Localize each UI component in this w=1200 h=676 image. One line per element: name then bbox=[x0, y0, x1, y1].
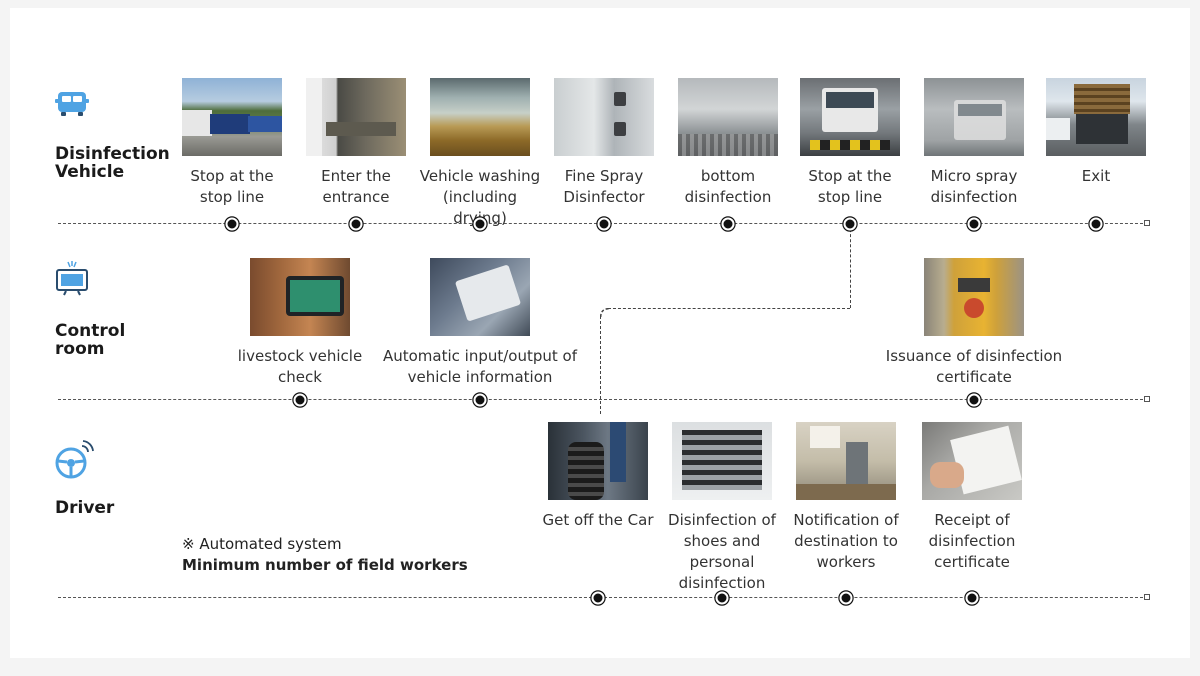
photo-washing-spray bbox=[430, 78, 530, 156]
step-exit: Exit bbox=[1033, 78, 1159, 187]
timeline-end bbox=[1144, 594, 1150, 600]
timeline-dot bbox=[1089, 217, 1103, 231]
photo-kiosk-room bbox=[796, 422, 896, 500]
photo-trucks-parked bbox=[182, 78, 282, 156]
timeline-dot bbox=[965, 591, 979, 605]
note-line-1: ※ Automated system bbox=[182, 535, 342, 553]
timeline-dot bbox=[721, 217, 735, 231]
timeline-dot bbox=[473, 393, 487, 407]
photo-tablet-hands bbox=[430, 258, 530, 336]
timeline-end bbox=[1144, 220, 1150, 226]
steering-wheel-icon bbox=[54, 440, 94, 484]
automation-note: ※ Automated system Minimum number of fie… bbox=[182, 534, 468, 576]
step-vehicle-washing: Vehicle washing(including drying) bbox=[417, 78, 543, 229]
connector-corner bbox=[600, 308, 610, 318]
monitor-icon bbox=[54, 260, 90, 300]
connector-line bbox=[608, 308, 850, 309]
timeline-dot bbox=[473, 217, 487, 231]
photo-certificate-machine bbox=[924, 258, 1024, 336]
timeline-dot bbox=[349, 217, 363, 231]
photo-truck-entering bbox=[306, 78, 406, 156]
photo-shoe-brushes bbox=[672, 422, 772, 500]
timeline-dot bbox=[843, 217, 857, 231]
note-line-2: Minimum number of field workers bbox=[182, 556, 468, 574]
lane-title-driver: Driver bbox=[55, 498, 115, 518]
timeline-dot bbox=[967, 217, 981, 231]
timeline-end bbox=[1144, 396, 1150, 402]
timeline-dot bbox=[591, 591, 605, 605]
photo-truck-front bbox=[800, 78, 900, 156]
photo-spray-nozzles bbox=[554, 78, 654, 156]
car-icon bbox=[54, 86, 90, 122]
photo-truck-exit bbox=[1046, 78, 1146, 156]
connector-line bbox=[850, 224, 851, 308]
step-get-off-car: Get off the Car bbox=[533, 422, 663, 531]
photo-floor-grate bbox=[678, 78, 778, 156]
timeline-dot bbox=[715, 591, 729, 605]
photo-truck-mist bbox=[924, 78, 1024, 156]
photo-driver-tire bbox=[548, 422, 648, 500]
timeline-dot bbox=[293, 393, 307, 407]
connector-line bbox=[600, 316, 601, 414]
photo-tablet-warehouse bbox=[250, 258, 350, 336]
timeline-control bbox=[58, 399, 1148, 400]
timeline-dot bbox=[967, 393, 981, 407]
timeline-dot bbox=[225, 217, 239, 231]
timeline-dot bbox=[839, 591, 853, 605]
timeline-dot bbox=[597, 217, 611, 231]
photo-paper-hand bbox=[922, 422, 1022, 500]
